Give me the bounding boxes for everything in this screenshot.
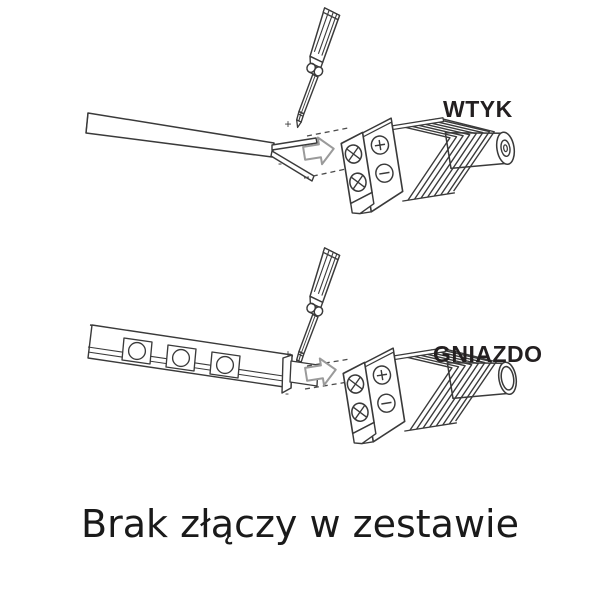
label-gniazdo: GNIAZDO — [433, 341, 543, 367]
alignment-guide-top — [306, 127, 349, 137]
barrel-plug-connector — [337, 99, 522, 216]
strip-plus-label: + — [284, 347, 291, 361]
alignment-guide-bottom — [304, 381, 349, 390]
alignment-guide-top — [306, 358, 351, 367]
strip-minus-label: - — [285, 386, 289, 400]
wire-positive — [271, 137, 318, 151]
led-module — [165, 344, 197, 372]
label-wtyk: WTYK — [443, 96, 513, 122]
caption-text: Brak złączy w zestawie — [81, 502, 519, 546]
wire-negative — [270, 150, 315, 182]
wire-plus-label: + — [284, 117, 291, 131]
diagram-socket: + - GNIAZDO — [87, 245, 543, 446]
led-module — [121, 337, 153, 365]
led-module — [209, 351, 241, 379]
wire-minus-label: - — [278, 156, 282, 170]
diagram-plug: + - WTYK — [85, 5, 522, 216]
barrel-socket-connector — [339, 329, 524, 446]
alignment-guide-bottom — [303, 168, 347, 179]
